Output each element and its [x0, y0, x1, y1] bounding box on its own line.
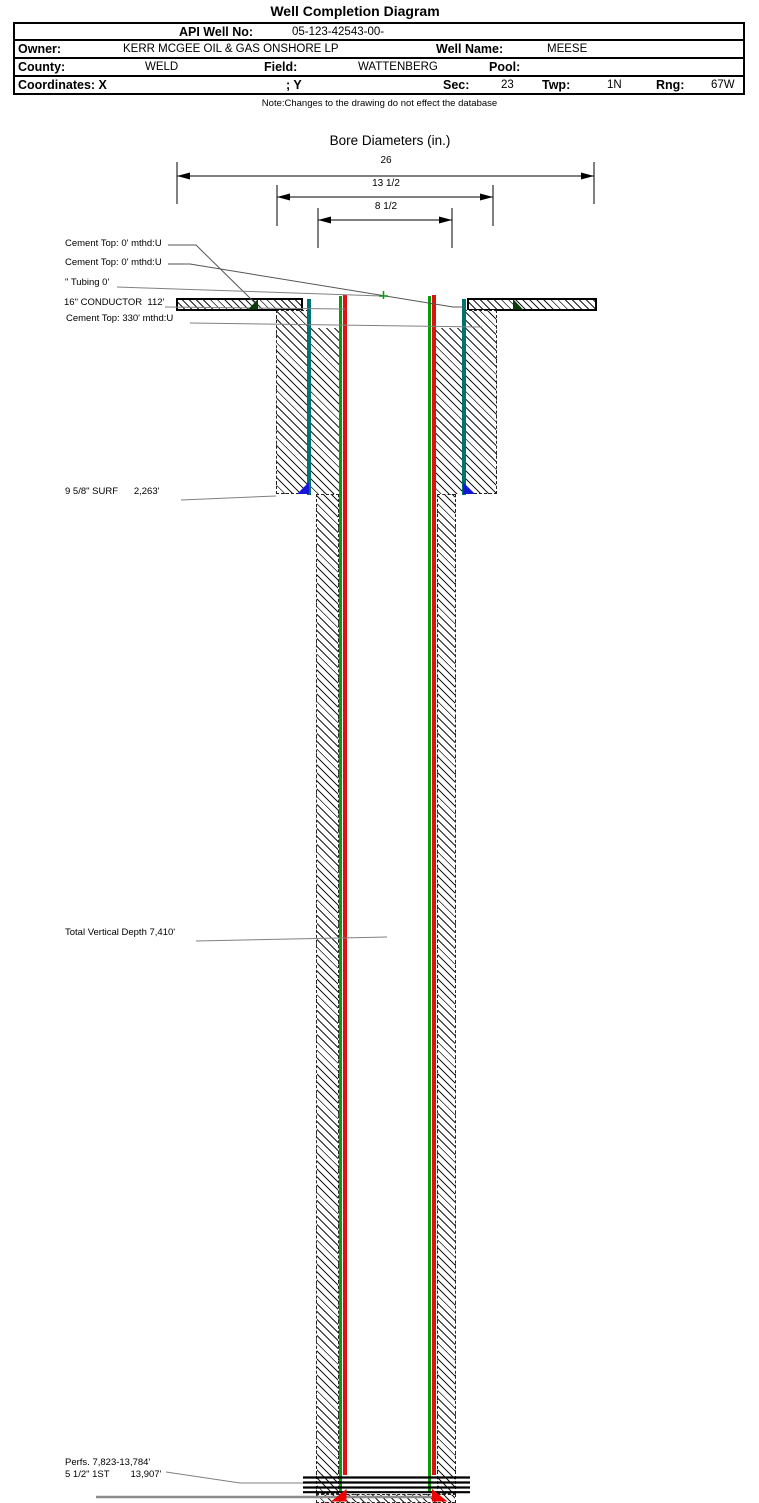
label-tubing: " Tubing 0' — [65, 277, 110, 288]
perforation-lines — [303, 1476, 470, 1494]
tubing-line-right — [432, 295, 436, 1475]
owner-label: Owner: — [18, 42, 62, 56]
rng-value: 67W — [711, 79, 735, 91]
bore-diameters-title: Bore Diameters (in.) — [329, 133, 451, 148]
label-cement-top-330: Cement Top: 330' mthd:U — [66, 313, 174, 324]
cement-top-marker-left — [248, 299, 258, 310]
api-value: 05-123-42543-00- — [292, 26, 385, 38]
county-label: County: — [18, 60, 66, 74]
production-casing-line-left — [339, 296, 342, 1492]
rng-label: Rng: — [656, 78, 685, 92]
well-name-value: MEESE — [547, 43, 588, 55]
surface-casing-shoe-right — [463, 482, 475, 494]
label-surface-casing: 9 5/8" SURF 2,263' — [65, 486, 160, 497]
sec-label: Sec: — [443, 78, 470, 92]
database-note: Note:Changes to the drawing do not effec… — [261, 98, 498, 109]
outer-cement-left — [276, 310, 309, 494]
table-row-api: API Well No: 05-123-42543-00- — [15, 24, 743, 39]
cement-top-marker-right — [513, 299, 523, 310]
label-total-vertical-depth: Total Vertical Depth 7,410' — [65, 927, 176, 938]
pool-label: Pool: — [489, 60, 521, 74]
tubing-line-left — [343, 295, 347, 1475]
production-casing-shoe-left — [331, 1489, 347, 1502]
table-row-owner: Owner: KERR MCGEE OIL & GAS ONSHORE LP W… — [15, 39, 743, 57]
dim-label-13-5: 13 1/2 — [372, 178, 400, 189]
coordinates-y-label: ; Y — [286, 78, 302, 92]
dimension-8-1-2 — [317, 208, 453, 248]
label-perfs: Perfs. 7,823-13,784' — [65, 1457, 151, 1468]
dim-label-8-5: 8 1/2 — [374, 201, 398, 212]
field-value: WATTENBERG — [358, 61, 438, 73]
outer-cement-right — [464, 310, 497, 494]
page-title: Well Completion Diagram — [270, 3, 440, 19]
sec-value: 23 — [501, 79, 514, 91]
tubing-top-marker — [379, 291, 388, 299]
twp-value: 1N — [607, 79, 622, 91]
label-conductor: 16" CONDUCTOR 112' — [64, 297, 165, 308]
dimension-26 — [176, 162, 595, 204]
well-name-label: Well Name: — [436, 42, 504, 56]
field-label: Field: — [264, 60, 298, 74]
leader-lines — [96, 244, 483, 1499]
conductor-flange-right — [467, 298, 597, 311]
label-cement-top-0-b: Cement Top: 0' mthd:U — [65, 257, 162, 268]
owner-value: KERR MCGEE OIL & GAS ONSHORE LP — [123, 43, 339, 55]
production-casing-shoe-right — [432, 1489, 448, 1502]
surface-casing-line-right — [462, 299, 466, 495]
well-info-table: API Well No: 05-123-42543-00- Owner: KER… — [13, 22, 745, 95]
label-production-casing: 5 1/2" 1ST 13,907' — [65, 1469, 162, 1480]
label-cement-top-0-a: Cement Top: 0' mthd:U — [65, 238, 162, 249]
county-value: WELD — [145, 61, 179, 73]
surface-casing-line-left — [307, 299, 311, 495]
inner-cement-right — [434, 328, 462, 494]
lower-wall-right — [437, 494, 456, 1494]
production-casing-line-right — [428, 296, 431, 1492]
dimension-13-1-2 — [276, 185, 494, 226]
coordinates-label: Coordinates: X — [18, 78, 107, 92]
table-row-coordinates: Coordinates: X ; Y Sec: 23 Twp: 1N Rng: … — [15, 75, 743, 93]
api-label: API Well No: — [179, 25, 254, 39]
lower-wall-left — [316, 494, 339, 1494]
table-row-county: County: WELD Field: WATTENBERG Pool: — [15, 57, 743, 75]
dim-label-26: 26 — [380, 155, 392, 166]
twp-label: Twp: — [542, 78, 571, 92]
inner-cement-left — [311, 328, 339, 494]
surface-casing-shoe-left — [297, 482, 309, 494]
